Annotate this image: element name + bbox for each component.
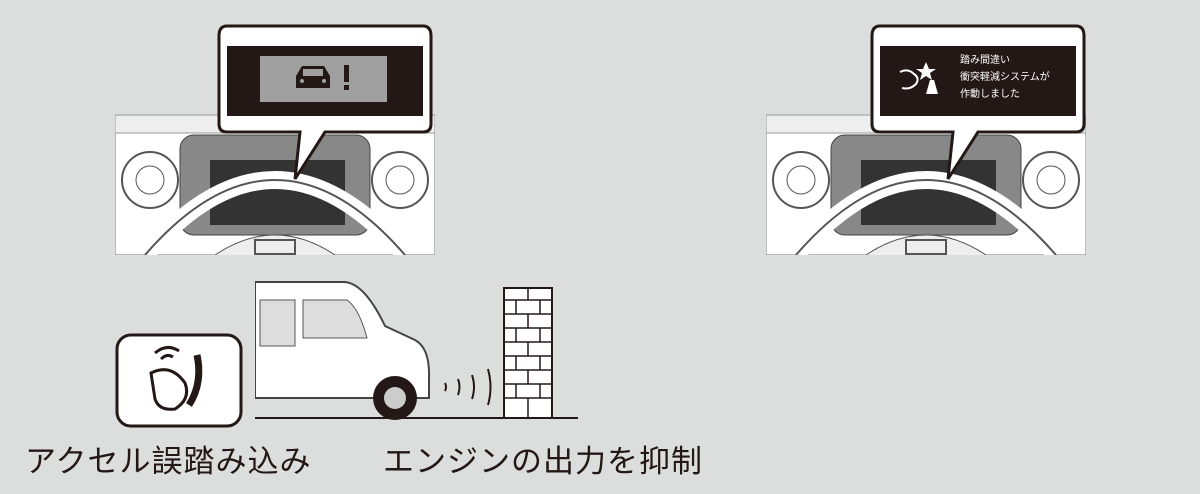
warning-message: 踏み間違い 衝突軽減システムが 作動しました (960, 52, 1050, 103)
car-illustration (255, 281, 435, 420)
collision-warning-icon (899, 62, 938, 94)
sonar-waves-icon (444, 368, 492, 406)
message-line: 衝突軽減システムが (960, 72, 1050, 83)
car-exclamation-icon (296, 65, 349, 90)
brick-wall (430, 287, 578, 419)
message-line: 作動しました (960, 89, 1020, 100)
speech-bubble-right (870, 24, 1086, 180)
caption-engine-output-suppressed: エンジンの出力を抑制 (383, 444, 703, 480)
caption-accelerator-misstep: アクセル誤踏み込み (25, 444, 312, 480)
foot-pedal-icon (115, 333, 243, 428)
message-line: 踏み間違い (960, 55, 1010, 66)
speech-bubble-left (217, 24, 433, 180)
